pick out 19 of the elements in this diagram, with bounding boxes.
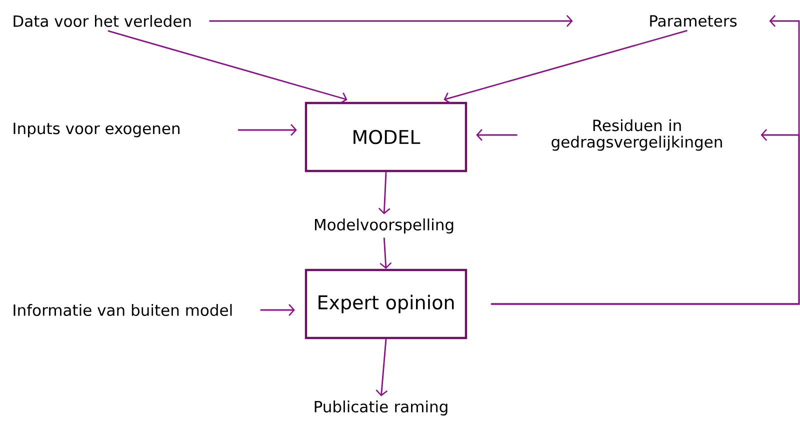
arrow (108, 30, 348, 104)
text-label: Parameters (650, 15, 737, 27)
text-label: Publicatie raming (314, 400, 448, 416)
arrow (209, 15, 573, 27)
arrow (378, 172, 390, 214)
arrow (376, 339, 388, 396)
arrow (380, 238, 392, 269)
arrow (491, 129, 800, 305)
text-label: Residuen in gedragsvergelijkingen (552, 119, 722, 151)
arrow (260, 304, 295, 316)
process-box: Expert opinion (304, 268, 468, 340)
process-box: MODEL (304, 102, 468, 172)
text-label: Data voor het verleden (14, 15, 191, 27)
text-label: Inputs voor exogenen (14, 122, 180, 138)
arrow (444, 30, 688, 104)
arrow (238, 124, 297, 136)
text-label: Modelvoorspelling (314, 218, 454, 234)
arrow (476, 129, 518, 141)
text-label: Informatie van buiten model (14, 304, 232, 316)
